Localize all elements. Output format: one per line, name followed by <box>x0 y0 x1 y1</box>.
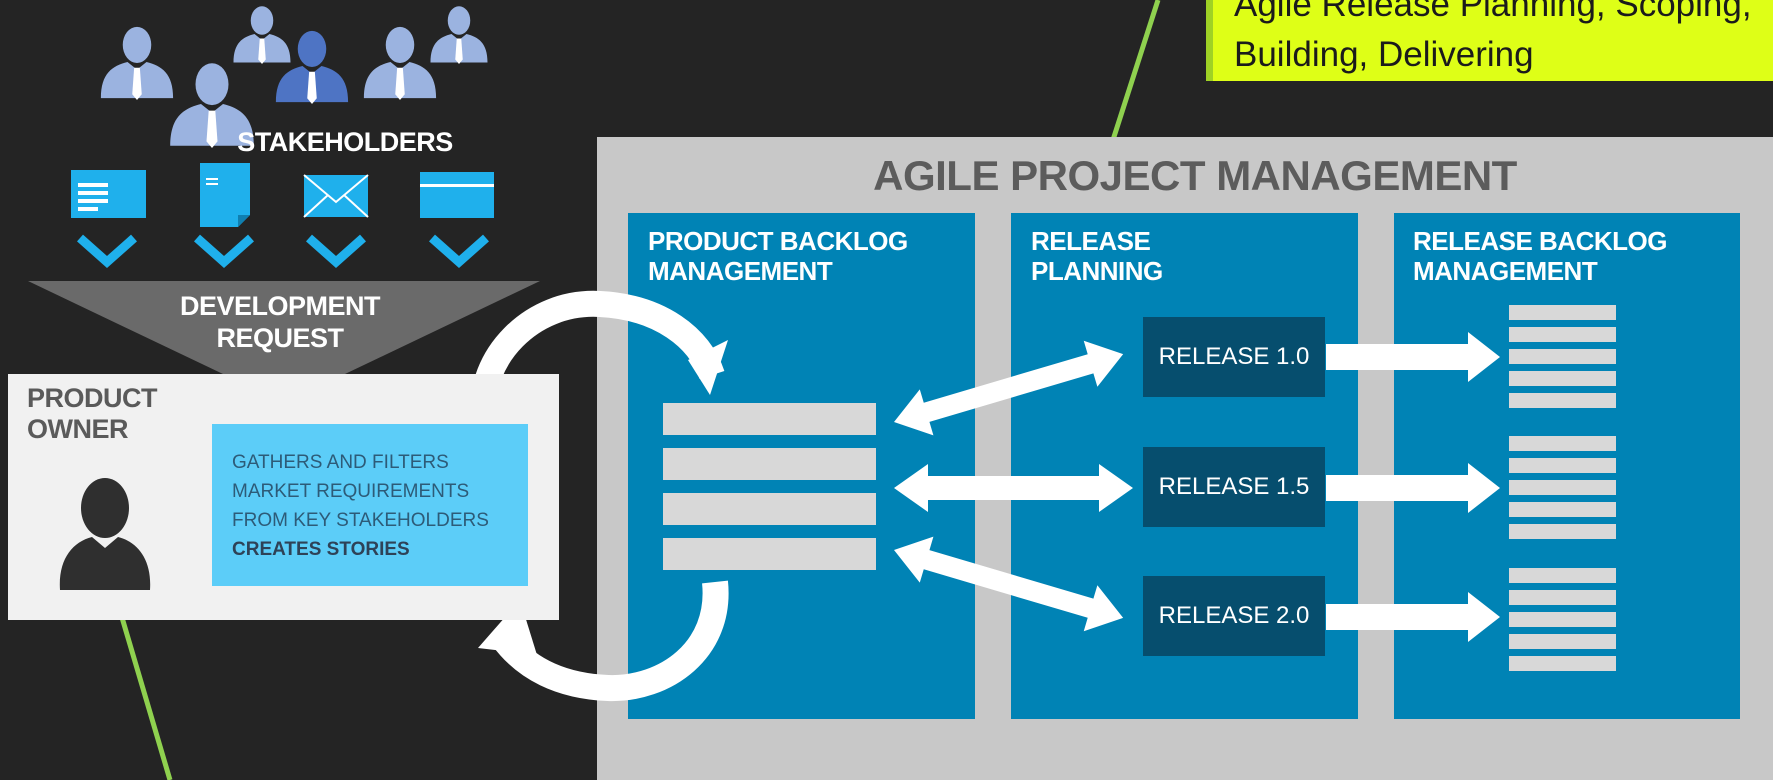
envelope-icon <box>303 174 369 218</box>
release-backlog-item <box>1509 436 1616 451</box>
callout-line-2: Building, Delivering <box>1234 35 1534 74</box>
column-title-line: Planning <box>1031 256 1163 286</box>
column-title-release-backlog: Release Backlog Management <box>1413 226 1667 286</box>
release-backlog-item <box>1509 480 1616 495</box>
product-owner-description-box <box>212 424 528 586</box>
chevron-down-icon <box>306 234 366 269</box>
document-lines-icon <box>71 170 146 218</box>
description-line: FROM KEY STAKEHOLDERS <box>232 510 489 531</box>
release-backlog-item <box>1509 349 1616 364</box>
product-owner-label-line: Owner <box>27 414 129 444</box>
owner-connector-line <box>115 603 173 780</box>
development-request-label: Development Request <box>165 290 395 354</box>
development-request-line: Request <box>216 323 344 353</box>
backlog-item <box>663 493 876 525</box>
column-title-line: Management <box>1413 256 1598 286</box>
note-icon <box>200 163 250 227</box>
arrow-to-stack-3 <box>1326 592 1500 642</box>
release-backlog-item <box>1509 393 1616 408</box>
description-line: GATHERS AND FILTERS <box>232 452 449 473</box>
stakeholders-label: Stakeholders <box>237 127 453 157</box>
backlog-item <box>663 448 876 480</box>
column-title-line: Product Backlog <box>648 226 908 256</box>
release-box-1-5: RELEASE 1.5 <box>1143 447 1325 527</box>
release-label: RELEASE 2.0 <box>1158 602 1310 629</box>
release-backlog-item <box>1509 371 1616 386</box>
card-icon <box>420 172 494 218</box>
backlog-item <box>663 403 876 435</box>
callout-accent-bar <box>1206 0 1213 81</box>
release-label: RELEASE 1.0 <box>1158 343 1310 370</box>
release-box-1-0: RELEASE 1.0 <box>1143 317 1325 397</box>
arrow-to-stack-2 <box>1326 463 1500 513</box>
release-backlog-item <box>1509 327 1616 342</box>
callout-connector-line <box>1109 0 1161 144</box>
chevron-down-icon <box>429 234 489 269</box>
product-owner-label-line: Product <box>27 383 158 413</box>
release-backlog-item <box>1509 612 1616 627</box>
double-arrow-release-2-0 <box>894 536 1124 632</box>
column-title-line: Management <box>648 256 833 286</box>
release-label: RELEASE 1.5 <box>1158 473 1310 500</box>
chevron-down-icon <box>77 234 137 269</box>
description-line: MARKET REQUIREMENTS <box>232 481 470 502</box>
funnel-shape <box>28 281 540 374</box>
product-owner-label: Product Owner <box>27 383 158 445</box>
release-backlog-item <box>1509 634 1616 649</box>
development-request-line: Development <box>179 291 381 321</box>
column-title-product-backlog: Product Backlog Management <box>648 226 908 286</box>
release-backlog-item <box>1509 568 1616 583</box>
double-arrow-release-1-0 <box>894 340 1124 436</box>
callout-line-1: Agile Release Planning, Scoping, <box>1234 0 1752 24</box>
backlog-item <box>663 538 876 570</box>
column-title-release-planning: Release Planning <box>1031 226 1163 286</box>
chevron-down-icon <box>194 234 254 269</box>
release-backlog-item <box>1509 502 1616 517</box>
arrow-to-stack-1 <box>1326 332 1500 382</box>
release-backlog-item <box>1509 458 1616 473</box>
column-title-line: Release <box>1031 226 1151 256</box>
double-arrow-release-1-5 <box>894 464 1133 512</box>
callout-box <box>1213 0 1773 81</box>
agile-title: Agile Project Management <box>873 152 1517 199</box>
column-title-line: Release Backlog <box>1413 226 1667 256</box>
release-backlog-item <box>1509 656 1616 671</box>
cycle-arrow-top <box>470 290 728 416</box>
product-owner-description: GATHERS AND FILTERS MARKET REQUIREMENTS … <box>232 448 532 564</box>
callout-text: Agile Release Planning, Scoping, Buildin… <box>1234 0 1773 80</box>
description-line-strong: CREATES STORIES <box>232 539 410 560</box>
release-backlog-item <box>1509 590 1616 605</box>
release-backlog-item <box>1509 305 1616 320</box>
release-backlog-item <box>1509 524 1616 539</box>
release-box-2-0: RELEASE 2.0 <box>1143 576 1325 656</box>
